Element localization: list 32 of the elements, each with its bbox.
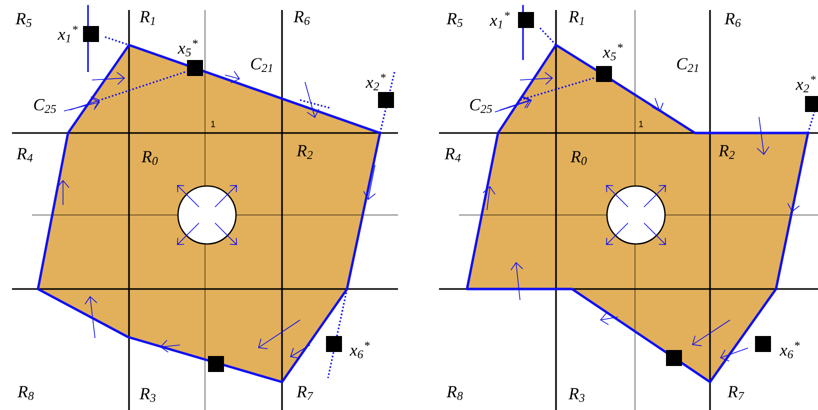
region-label: R$_{8}$ <box>18 386 34 400</box>
point-label: x$_{2}$* <box>796 76 816 92</box>
point-label: x$_{2}$* <box>366 74 386 90</box>
region-label: R$_{0}$ <box>570 151 587 165</box>
point-label: x$_{1}$* <box>490 12 510 28</box>
region-label: R$_{7}$ <box>296 386 314 400</box>
point-label: x$_{5}$* <box>178 40 198 56</box>
region-label: R$_{2}$ <box>718 145 735 159</box>
curve-label: C$_{25}$ <box>470 99 492 113</box>
region-label: R$_{4}$ <box>444 148 461 162</box>
region-label: R$_{3}$ <box>140 388 156 402</box>
point-label: x$_{6}$* <box>350 342 370 358</box>
region-label: R$_{4}$ <box>16 148 33 162</box>
point-label: x$_{6}$* <box>780 342 800 358</box>
region-label: R$_{5}$ <box>16 13 32 27</box>
curve-label: C$_{21}$ <box>677 58 698 72</box>
region-label: R$_{7}$ <box>728 386 744 400</box>
point-label: x$_{1}$* <box>58 26 78 42</box>
curve-label: C$_{25}$ <box>34 99 56 113</box>
tick-label: 1 <box>211 120 216 128</box>
curve-label: C$_{21}$ <box>251 58 272 72</box>
region-label: R$_{8}$ <box>446 386 463 400</box>
region-label: R$_{5}$ <box>446 13 463 27</box>
region-label: R$_{6}$ <box>294 11 310 25</box>
region-label: R$_{2}$ <box>296 145 313 159</box>
region-label: R$_{1}$ <box>568 11 584 25</box>
region-label: R$_{1}$ <box>140 11 155 25</box>
region-label: R$_{0}$ <box>142 151 158 165</box>
tick-label: 1 <box>639 120 644 128</box>
point-label: x$_{5}$* <box>602 44 623 60</box>
region-label: R$_{3}$ <box>568 388 584 402</box>
region-label: R$_{6}$ <box>724 13 741 27</box>
